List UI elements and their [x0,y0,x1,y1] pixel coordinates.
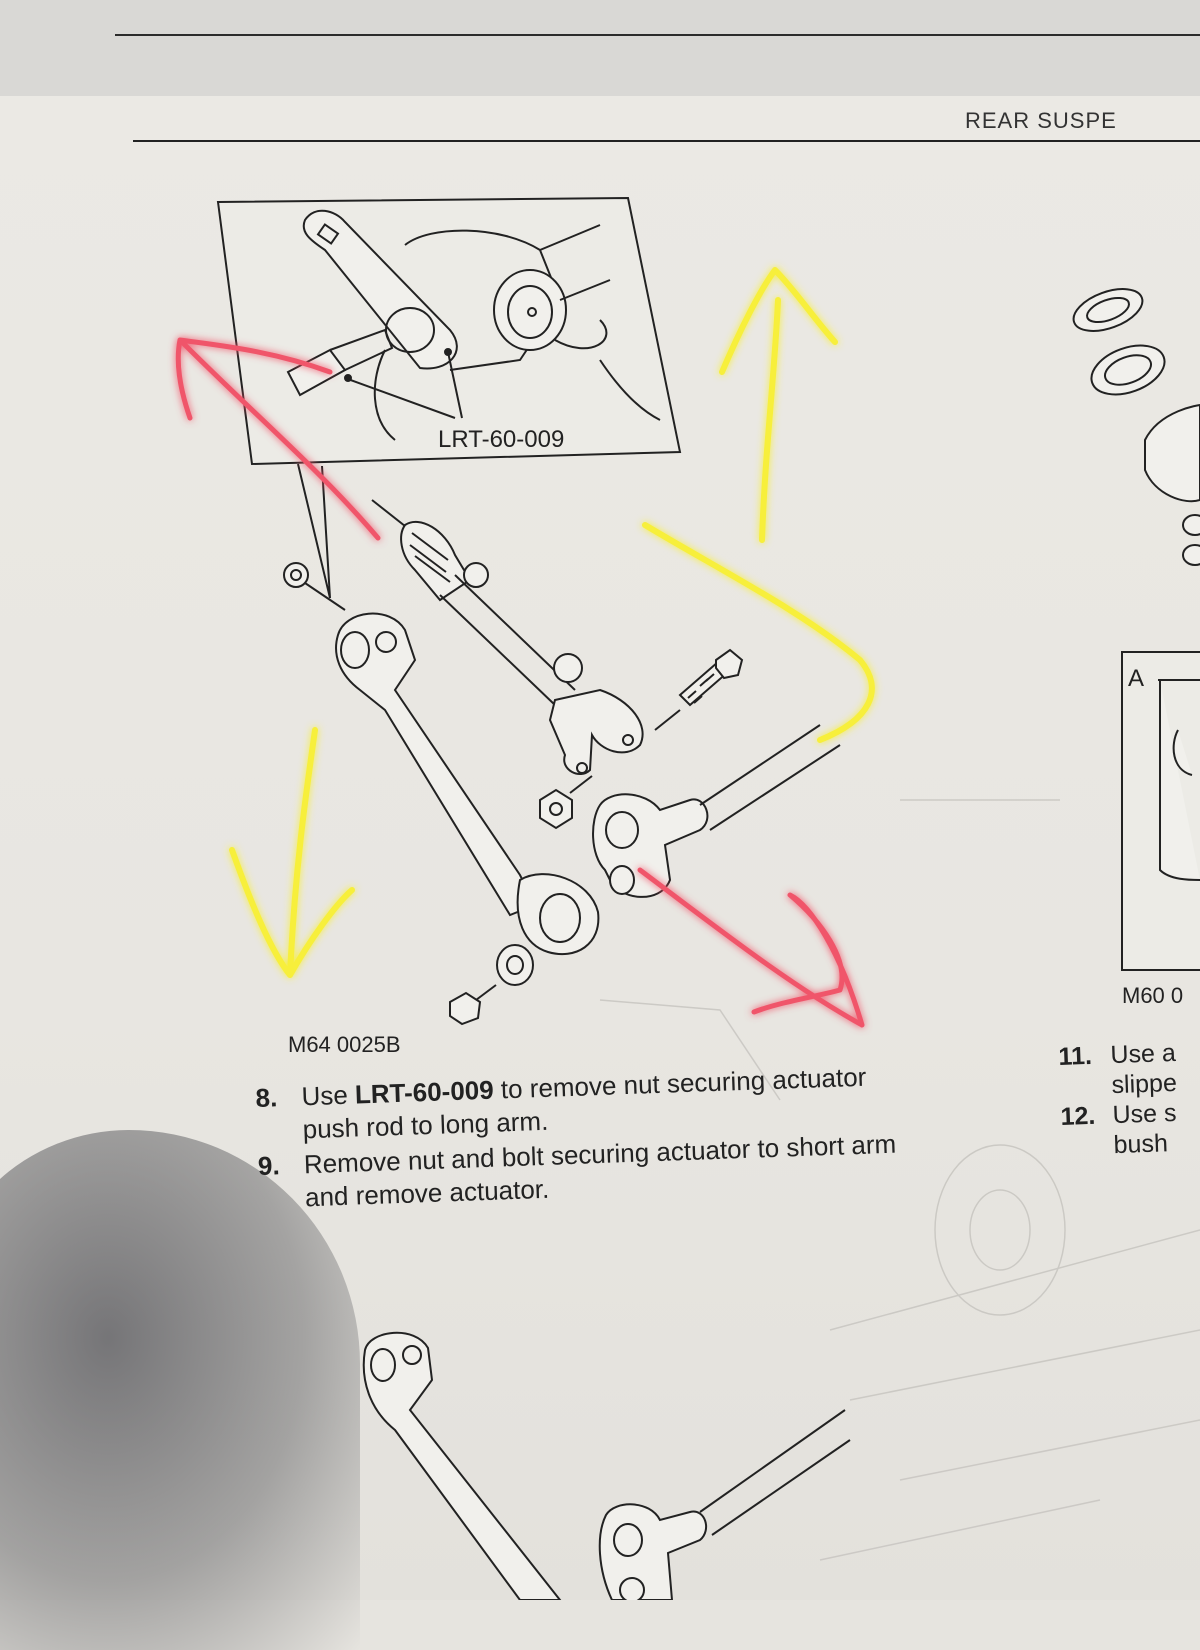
step-number: 8. [255,1082,278,1113]
section-title: REAR SUSPE [965,108,1117,133]
previous-page-strip [0,0,1200,100]
step-line: slippe [1111,1068,1178,1100]
step-number: 12. [1060,1101,1096,1131]
header-rule [133,140,1200,142]
right-figure-code: M60 0 [1122,983,1183,1008]
step-12-cont: bush [1061,1126,1200,1162]
show-through [599,799,1200,1561]
yellow-arrow-up [719,267,838,543]
exploded-diagram: LRT-60-009 [175,196,1200,1600]
right-column-steps: 11. Use a slippe 12. Use s bush [1058,1036,1200,1162]
step-12: 12. Use s [1060,1096,1200,1132]
bolt [654,648,744,731]
procedure-steps: 8. Use LRT-60-009 to remove nut securing… [255,1059,919,1218]
step-prefix: Use [301,1079,356,1112]
step-line: Use a [1110,1038,1177,1070]
inset-detail [216,196,682,599]
yellow-arrow-annotations [229,267,875,978]
yellow-arrow-down [229,727,355,978]
inset-tool-label: LRT-60-009 [438,426,564,453]
figure-code: M64 0025B [288,1032,401,1057]
yellow-zigzag [642,522,875,743]
long-arm [335,612,600,1026]
step-11-cont: slippe [1059,1066,1200,1102]
actuator [371,499,644,775]
hand-shadow [0,1130,360,1650]
right-column-parts [1072,288,1200,971]
step-line: bush [1113,1129,1169,1160]
nuts [283,562,593,830]
previous-page-rule [115,34,1200,36]
step-number: 11. [1058,1041,1093,1071]
red-arrow-lower-right [637,867,865,1028]
right-inset-letter: A [1128,665,1144,692]
step-number: 9. [257,1150,281,1181]
short-arm [592,724,841,898]
lower-figure [362,1331,851,1600]
tool-reference: LRT-60-009 [354,1074,495,1110]
step-line: Use s [1112,1098,1177,1130]
red-arrow-annotations [175,337,865,1028]
red-arrow-upper-left [175,337,381,541]
step-11: 11. Use a [1058,1036,1200,1072]
